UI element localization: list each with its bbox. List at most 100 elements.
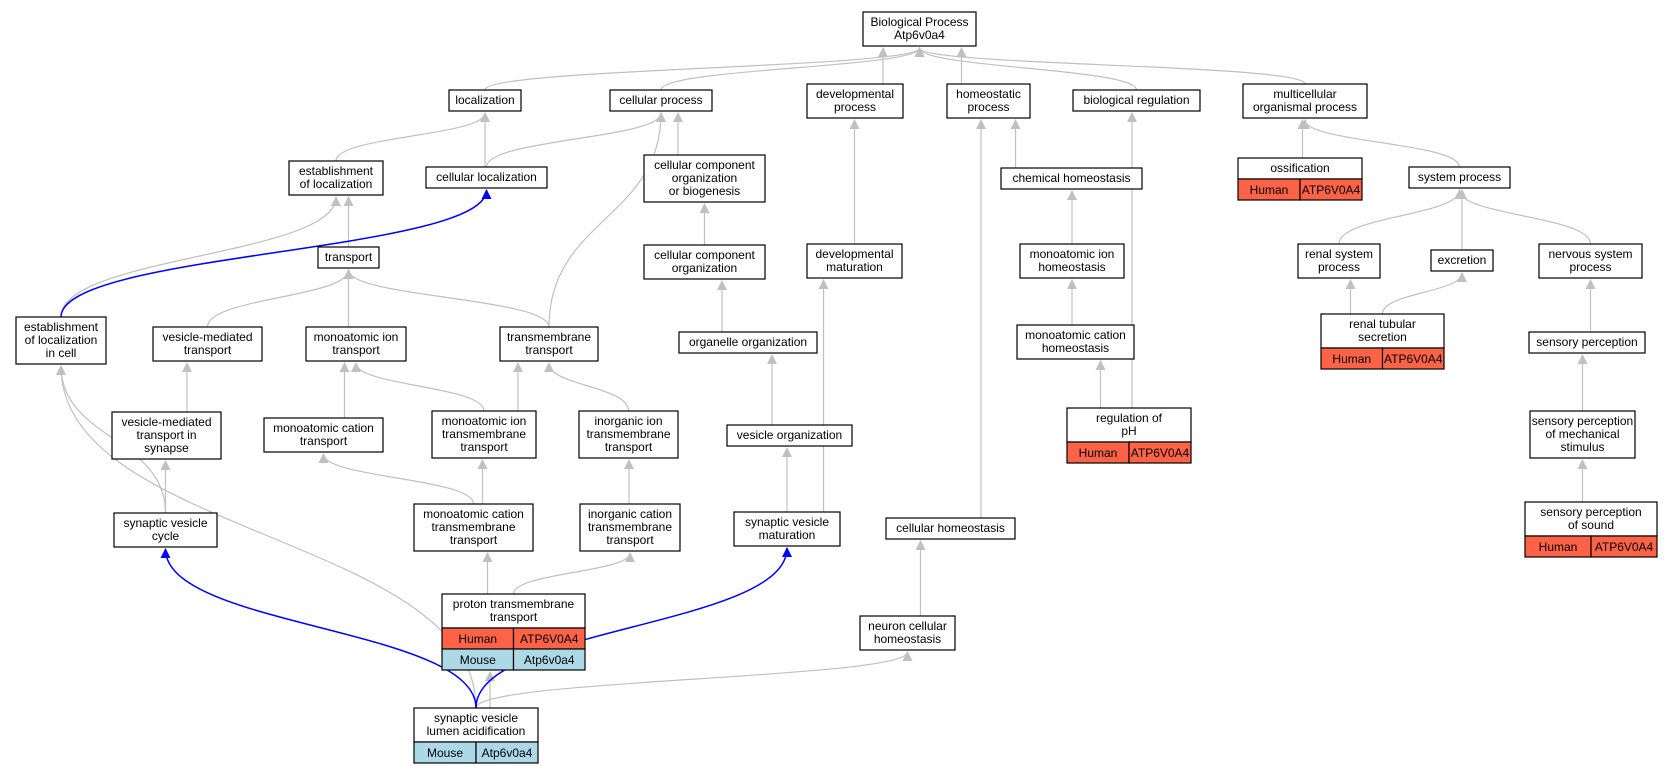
edge-svla-to-neurhom: [475, 651, 913, 709]
node-label-line: monoatomic ion: [314, 330, 399, 344]
node-label-line: Biological Process: [870, 15, 968, 29]
node-box: [413, 707, 539, 743]
gene-label: ATP6V0A4: [520, 632, 579, 646]
node-box: [806, 83, 904, 119]
node-label-line: Atp6v0a4: [894, 28, 945, 42]
node-label-line: transport: [450, 533, 498, 547]
go-term-node-bioreg[interactable]: biological regulation: [1072, 89, 1201, 112]
node-label-line: excretion: [1438, 253, 1487, 267]
edges-layer: [56, 47, 1596, 709]
go-term-node-sensperc[interactable]: sensory perception: [1528, 331, 1646, 354]
species-label: Mouse: [427, 746, 463, 760]
edge-cellloc-to-cellproc: [485, 112, 666, 168]
go-term-node-vesorg[interactable]: vesicle organization: [726, 424, 853, 447]
node-label-line: process: [834, 100, 876, 114]
go-term-node-cellproc[interactable]: cellular process: [609, 89, 713, 112]
node-label-line: biological regulation: [1083, 93, 1189, 107]
go-term-node-cellloc[interactable]: cellular localization: [425, 166, 548, 189]
node-label-line: monoatomic cation: [1025, 328, 1126, 342]
node-box: [263, 417, 384, 453]
node-label-line: maturation: [759, 528, 816, 542]
node-label-line: transport in: [136, 428, 196, 442]
node-label-line: secretion: [1358, 330, 1407, 344]
go-term-node-cellhom[interactable]: cellular homeostasis: [885, 517, 1016, 540]
node-label-line: organization: [672, 171, 737, 185]
go-term-node-sysproc[interactable]: system process: [1408, 166, 1511, 189]
node-label-line: cellular component: [654, 158, 755, 172]
node-box: [1072, 89, 1201, 112]
node-label-line: establishment: [299, 164, 374, 178]
node-box: [305, 326, 407, 362]
gene-cell: [1128, 441, 1192, 464]
node-label-line: synaptic vesicle: [123, 516, 207, 530]
node-label-line: transport: [606, 533, 654, 547]
node-label-line: system process: [1418, 170, 1501, 184]
go-term-node-orgorg[interactable]: organelle organization: [678, 331, 818, 354]
species-label: Human: [1332, 352, 1371, 366]
node-box: [1529, 410, 1636, 459]
gene-cell: [1381, 347, 1445, 370]
node-box: [1297, 243, 1381, 279]
go-term-node-transport[interactable]: transport: [317, 246, 380, 269]
node-label-line: vesicle-mediated: [162, 330, 252, 344]
go-term-node-excr[interactable]: excretion: [1430, 249, 1494, 272]
node-label-line: renal tubular: [1349, 317, 1416, 331]
highlighted-edge-svla-to-synvesmat: [475, 547, 792, 709]
node-box: [643, 244, 766, 280]
node-label-line: transport: [184, 343, 232, 357]
node-label-line: transmembrane: [588, 520, 672, 534]
node-label-line: organization: [672, 261, 737, 275]
node-box: [413, 503, 534, 552]
node-box: [425, 166, 548, 189]
node-box: [111, 411, 222, 460]
node-box: [1016, 324, 1135, 360]
node-label-line: transmembrane: [431, 520, 515, 534]
go-term-node-chemhom[interactable]: chemical homeostasis: [1000, 167, 1143, 190]
edge-protontm-to-inorgcattmT: [512, 552, 635, 595]
node-label-line: homeostasis: [1042, 341, 1109, 355]
node-box: [1019, 243, 1125, 279]
node-box: [1066, 407, 1192, 443]
node-label-line: establishment: [24, 320, 99, 334]
node-box: [15, 316, 107, 365]
node-label-line: transmembrane: [442, 427, 526, 441]
node-label-line: process: [967, 100, 1009, 114]
gene-label: ATP6V0A4: [1302, 183, 1361, 197]
gene-cell: [512, 648, 586, 671]
go-term-node-loc[interactable]: localization: [448, 89, 522, 112]
